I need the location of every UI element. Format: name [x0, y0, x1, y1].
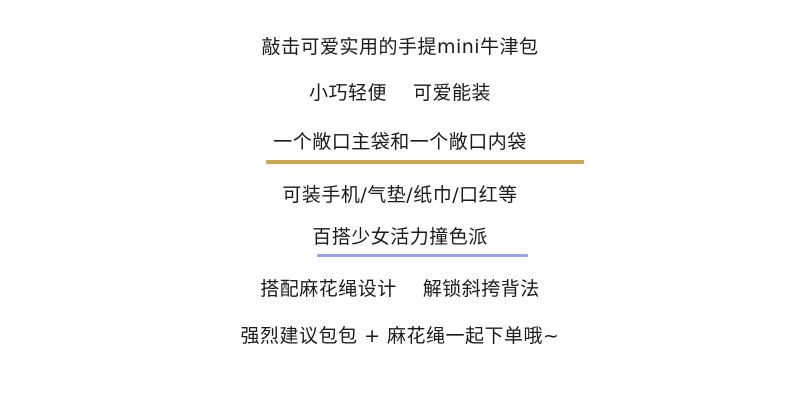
recommendation-line: 强烈建议包包 + 麻花绳一起下单哦~	[0, 323, 800, 349]
gold-underline	[266, 160, 584, 164]
capacity-line: 可装手机/气垫/纸巾/口红等	[0, 182, 800, 208]
feature-light-text: 小巧轻便	[308, 82, 387, 104]
style-text: 百搭少女活力撞色派	[312, 226, 488, 248]
strap-line: 搭配麻花绳设计 解锁斜挎背法	[0, 276, 800, 302]
blue-underline	[317, 254, 528, 257]
feature-line-light-cute: 小巧轻便 可爱能装	[0, 80, 800, 106]
strap-design-text: 搭配麻花绳设计	[260, 278, 397, 300]
crossbody-text: 解锁斜挎背法	[422, 278, 540, 300]
style-line: 百搭少女活力撞色派	[0, 224, 800, 250]
headline-text: 敲击可爱实用的手提mini牛津包	[261, 36, 539, 58]
pocket-line: 一个敞口主袋和一个敞口内袋	[0, 129, 800, 155]
pocket-text: 一个敞口主袋和一个敞口内袋	[273, 131, 527, 153]
feature-cute-text: 可爱能装	[413, 82, 492, 104]
recommendation-text: 强烈建议包包 + 麻花绳一起下单哦~	[240, 325, 560, 347]
capacity-text: 可装手机/气垫/纸巾/口红等	[282, 184, 518, 206]
headline-line: 敲击可爱实用的手提mini牛津包	[0, 34, 800, 60]
